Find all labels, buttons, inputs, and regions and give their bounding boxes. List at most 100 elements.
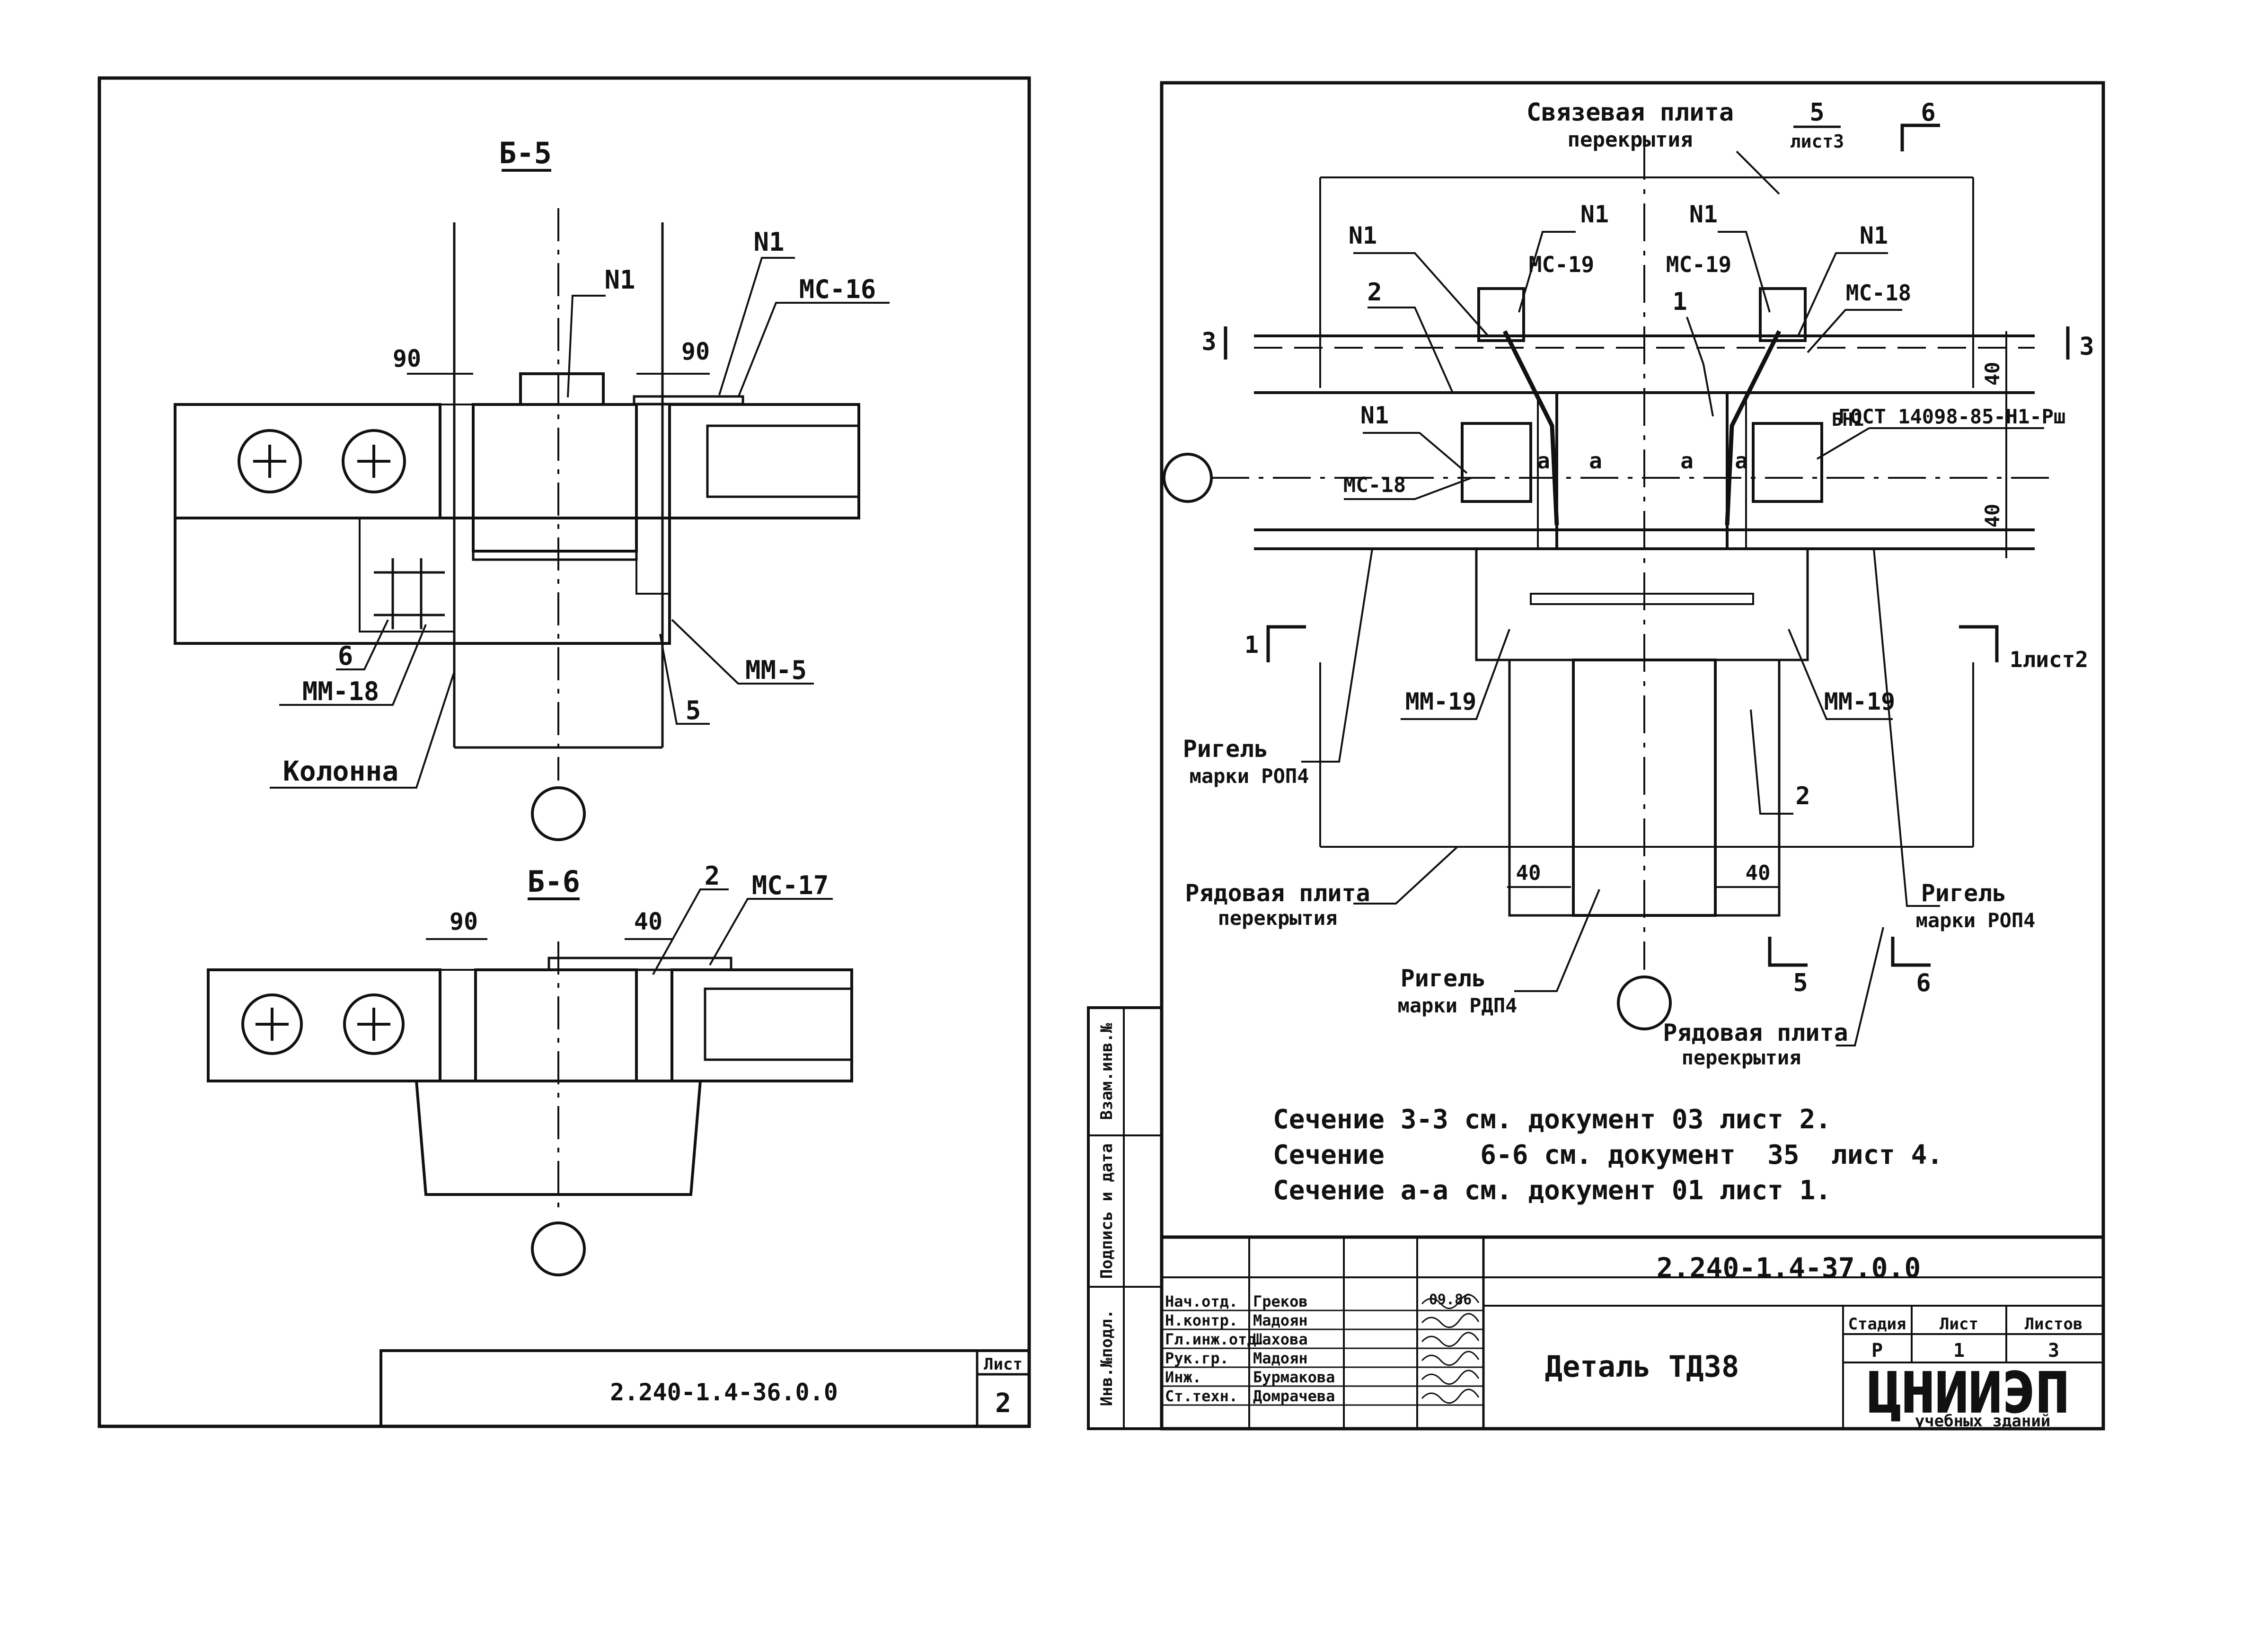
side-stamp-box [1087, 1006, 1163, 1430]
label-tie-slab-1: Связевая плита [1526, 98, 1734, 127]
label-row-slab-right-2: перекрытия [1682, 1046, 1801, 1069]
signature-scribble [1421, 1313, 1480, 1328]
label-gost: ГОСТ 14098-85-Н1-Рш [1838, 405, 2065, 428]
section-b5-title: Б-5 [499, 136, 552, 170]
staff-role: Ст.техн. [1165, 1387, 1238, 1405]
leader-num-1 [1686, 316, 1714, 417]
leader-num-2-top [1368, 307, 1454, 393]
b6-hollow-core-1 [241, 993, 303, 1055]
label-dim40-left: 40 [1516, 861, 1541, 885]
label-mc19-a: МС-19 [1529, 252, 1594, 277]
label-a4: а [1735, 448, 1748, 474]
label-row-slab-left-2: перекрытия [1218, 906, 1338, 930]
leader-n1-right [718, 257, 795, 395]
label-sec5-sheet: лист3 [1790, 131, 1844, 152]
signature-scribble [1421, 1351, 1480, 1366]
tb-sheet-label: Лист [1940, 1315, 1978, 1334]
embed-n1 [519, 372, 605, 406]
leader-mm19-right [1788, 629, 1893, 720]
staff-role: Гл.инж.отд. [1165, 1330, 1265, 1348]
label-n1-b: N1 [1580, 201, 1609, 228]
axis-bubble-b5 [531, 786, 586, 841]
b6-grout-left [439, 969, 476, 1082]
label-a1: а [1537, 448, 1550, 474]
staff-table: Нач.отд.ГрековН.контр.МадоянГл.инж.отд.Ш… [1165, 1292, 1480, 1405]
sec6-bottom-mark [1891, 937, 1931, 967]
tie-bar-right [1725, 330, 1782, 526]
leader-gost [1816, 427, 1870, 460]
label-cut1-right: 1лист2 [2010, 647, 2088, 672]
plate-mc16 [633, 395, 744, 405]
b6-hollow-slab-right [671, 968, 853, 1082]
signature-scribble [1421, 1332, 1480, 1347]
label-sec5-bottom: 5 [1793, 969, 1808, 997]
label-n1-right: N1 [753, 227, 784, 257]
label-dim40-right-mid: 40 [1981, 504, 2004, 528]
label-n1-d: N1 [1860, 222, 1888, 249]
label-n1-a: N1 [1349, 222, 1377, 249]
label-n1-top: N1 [604, 265, 635, 295]
staff-name: Домрачева [1253, 1387, 1335, 1405]
label-a2: а [1589, 448, 1602, 474]
leader-n1-top [567, 295, 606, 398]
leader-column [270, 671, 455, 789]
label-b6-dim90: 90 [450, 908, 478, 935]
label-mm5: ММ-5 [745, 655, 807, 685]
tb-stage-label: Стадия [1848, 1315, 1906, 1334]
label-bn-mark: БН1 [1832, 409, 1864, 430]
leader-mm18 [279, 624, 427, 706]
side-stamp-exchange: Взам.инв.№ [1097, 1023, 1116, 1120]
leader-rigel-bottom [1514, 889, 1600, 992]
b6-grout-right [635, 969, 673, 1082]
right-sheet-frame [1160, 81, 2105, 1431]
leader-n1-e [1363, 432, 1468, 474]
label-rigel-right-1: Ригель [1921, 879, 2007, 907]
leader-rigel-right [1873, 548, 1940, 907]
axis-bubble-horizontal [1163, 453, 1213, 503]
label-sec6-top: 6 [1921, 98, 1935, 127]
label-mm18: ММ-18 [302, 677, 379, 706]
axis-bubble-b6 [531, 1221, 586, 1276]
sec5-bottom-mark [1768, 937, 1808, 967]
signature-scribble [1421, 1388, 1480, 1404]
label-b6-2: 2 [705, 861, 720, 891]
embed-left-top [1477, 287, 1525, 342]
label-cut3-left: 3 [1201, 328, 1216, 356]
b6-plate [547, 957, 732, 971]
side-stamp-signature: Подпись и дата [1097, 1143, 1116, 1279]
leader-mm5 [671, 619, 814, 685]
staff-role: Нач.отд. [1165, 1292, 1238, 1310]
leader-b6-2 [652, 888, 729, 975]
staff-name: Бурмакова [1253, 1368, 1335, 1386]
label-column: Колонна [283, 755, 398, 787]
staff-name: Мадоян [1253, 1311, 1308, 1329]
b6-column [474, 968, 638, 1082]
staff-role: Рук.гр. [1165, 1349, 1229, 1367]
label-mc18-top: МС-18 [1846, 280, 1911, 306]
label-mc17: МС-17 [752, 870, 829, 900]
tb-stage-value: Р [1871, 1340, 1883, 1362]
embed-left-low [1461, 422, 1532, 503]
leader-n1-c [1718, 231, 1771, 313]
leader-6 [336, 619, 389, 670]
label-tie-slab-2: перекрытия [1568, 128, 1693, 152]
leader-num-2-bottom [1750, 709, 1793, 815]
label-rigel-left-1: Ригель [1183, 735, 1269, 763]
tb-org-sub: учебных зданий [1915, 1412, 2051, 1431]
embed-right-top [1759, 287, 1807, 342]
signature-scribble [1421, 1370, 1480, 1385]
rigel-core [1555, 391, 1729, 550]
hollow-slab-right [668, 403, 860, 519]
left-stamp-sheet-label: Лист [984, 1355, 1023, 1374]
left-stamp-box [379, 1349, 1031, 1428]
label-6: 6 [338, 641, 353, 671]
title-block-box [1160, 1235, 2105, 1431]
label-rigel-bottom-1: Ригель [1401, 965, 1486, 992]
label-mm19-right: ММ-19 [1824, 688, 1896, 715]
staff-name: Мадоян [1253, 1349, 1308, 1367]
leader-row-slab-right [1836, 927, 1884, 1046]
staff-name: Греков [1253, 1292, 1308, 1310]
side-stamp: Взам.инв.№ Подпись и дата Инв.№подл. [1087, 1006, 1163, 1430]
right-sheet: Связевая плита перекрытия 5 лист3 6 N1 N… [1087, 81, 2105, 1431]
